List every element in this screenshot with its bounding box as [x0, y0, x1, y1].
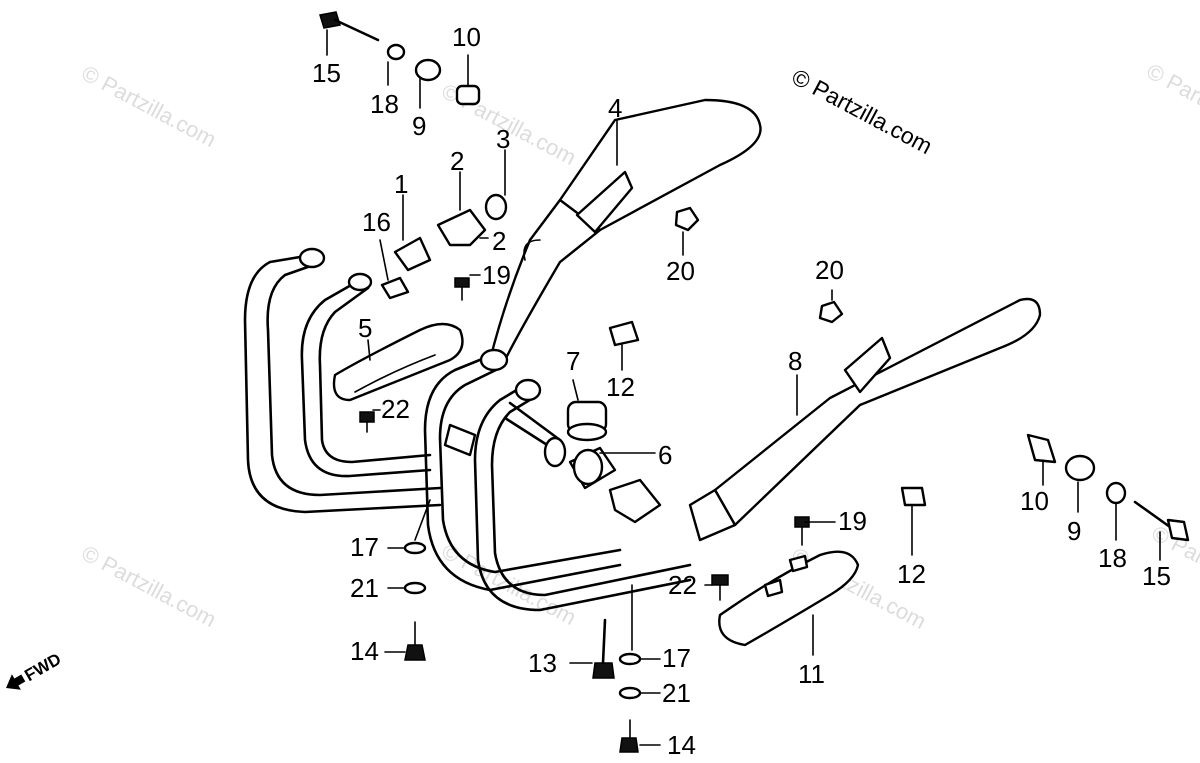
callout-20: 20 — [815, 255, 844, 285]
callout-8: 8 — [788, 346, 802, 376]
callout-1: 1 — [394, 169, 408, 199]
callout-18: 18 — [1098, 543, 1127, 573]
callout-15: 15 — [1142, 561, 1171, 591]
callout-2: 2 — [492, 226, 506, 256]
watermark-main: © Partzilla.com — [788, 63, 937, 159]
gasket-7 — [566, 400, 608, 442]
lower-muffler — [688, 297, 1042, 542]
callout-21: 21 — [350, 573, 379, 603]
callout-11: 11 — [798, 659, 825, 689]
fwd-indicator: FWD — [6, 649, 64, 690]
callout-21: 21 — [662, 678, 691, 708]
callout-labels: 1 2 2 3 4 5 6 7 8 9 9 10 10 11 12 12 13 … — [312, 22, 1171, 760]
callout-4: 4 — [608, 93, 622, 123]
callout-19: 19 — [482, 260, 511, 290]
callout-17: 17 — [662, 643, 691, 673]
callout-17: 17 — [350, 532, 379, 562]
callout-9: 9 — [1067, 516, 1081, 546]
callout-15: 15 — [312, 58, 341, 88]
callout-12: 12 — [606, 372, 635, 402]
fwd-arrow-icon — [6, 674, 26, 690]
callout-20: 20 — [666, 256, 695, 286]
callout-9: 9 — [412, 111, 426, 141]
callout-3: 3 — [496, 124, 510, 154]
callout-2: 2 — [450, 146, 464, 176]
callout-13: 13 — [528, 648, 557, 678]
watermark-text: © Partzilla.com — [78, 540, 221, 632]
fasteners — [319, 11, 1190, 753]
callout-18: 18 — [370, 89, 399, 119]
watermark-text: © Partzilla.com — [78, 60, 221, 152]
leader-lines — [326, 29, 1161, 746]
callout-22: 22 — [381, 394, 410, 424]
exhaust-headers — [243, 247, 692, 612]
heat-protector-11 — [718, 550, 860, 647]
callout-19: 19 — [838, 506, 867, 536]
callout-10: 10 — [1020, 486, 1049, 516]
callout-14: 14 — [667, 730, 696, 760]
watermark-text: © Partzilla.com — [1143, 58, 1200, 150]
callout-14: 14 — [350, 636, 379, 666]
callout-5: 5 — [358, 313, 372, 343]
fwd-label: FWD — [21, 649, 64, 685]
callout-7: 7 — [566, 346, 580, 376]
heat-protector-5 — [332, 322, 464, 402]
callout-16: 16 — [362, 207, 391, 237]
callout-6: 6 — [658, 440, 672, 470]
callout-22: 22 — [668, 570, 697, 600]
callout-12: 12 — [897, 559, 926, 589]
callout-10: 10 — [452, 22, 481, 52]
